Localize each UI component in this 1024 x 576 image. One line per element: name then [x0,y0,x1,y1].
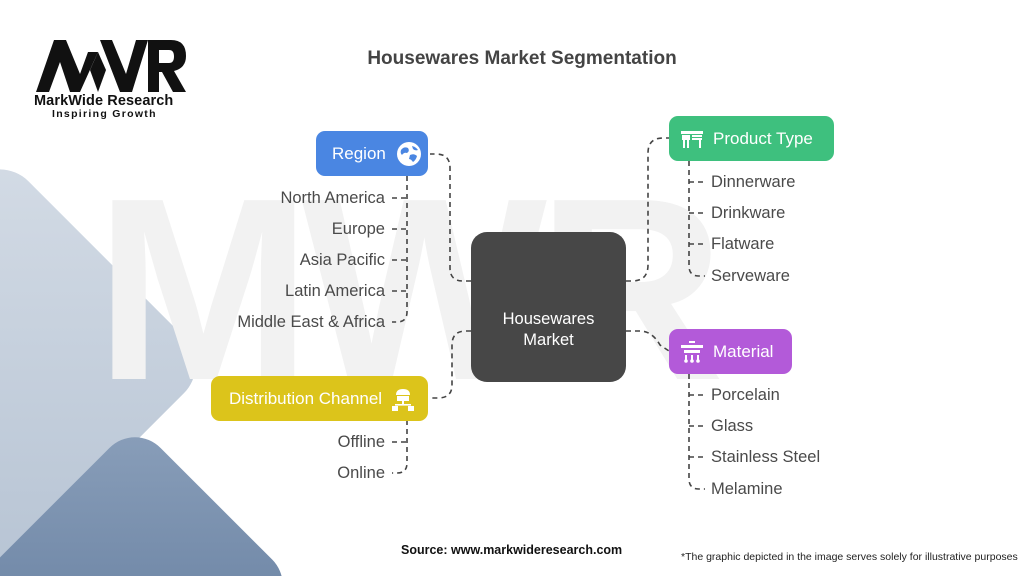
logo-name: MarkWide Research [34,93,174,109]
region-item-middle-east-africa: Middle East & Africa [237,313,385,331]
region-item-asia-pacific: Asia Pacific [299,251,385,269]
center-node-housewares-market: Housewares Market [471,232,626,382]
distribution-item-online: Online [337,464,385,482]
logo-tagline: Inspiring Growth [52,108,157,120]
material-item-melamine: Melamine [711,480,783,498]
globe-icon [396,141,421,166]
product-item-drinkware: Drinkware [711,204,786,222]
product-item-dinnerware: Dinnerware [711,173,796,191]
product-item-flatware: Flatware [711,235,775,253]
segment-label-distribution-channel: Distribution Channel [229,388,383,408]
material-item-stainless-steel: Stainless Steel [711,448,821,466]
center-node-line2: Market [523,331,574,349]
segment-node-material: Material [669,329,792,374]
product-item-serveware: Serveware [711,267,790,285]
material-drip-icon [681,340,703,363]
material-item-porcelain: Porcelain [711,386,780,404]
segment-label-product-type: Product Type [713,128,813,148]
page-title: Housewares Market Segmentation [367,48,677,69]
segment-node-distribution-channel: Distribution Channel [211,376,428,421]
center-node-line1: Housewares [502,310,595,328]
segment-node-region: Region [316,131,428,176]
segment-label-material: Material [713,341,774,361]
material-item-glass: Glass [711,417,754,435]
source-citation: Source: www.markwideresearch.com [401,543,623,557]
segment-node-product-type: Product Type [669,116,834,161]
segment-label-region: Region [332,143,386,163]
illustrative-disclaimer: *The graphic depicted in the image serve… [681,551,1018,563]
region-item-europe: Europe [331,220,385,238]
mwr-logo-icon [36,40,186,92]
distribution-item-offline: Offline [337,433,385,451]
network-store-icon [392,388,415,411]
region-item-latin-america: Latin America [285,282,385,300]
region-item-north-america: North America [280,189,385,207]
table-furniture-icon [681,130,703,148]
